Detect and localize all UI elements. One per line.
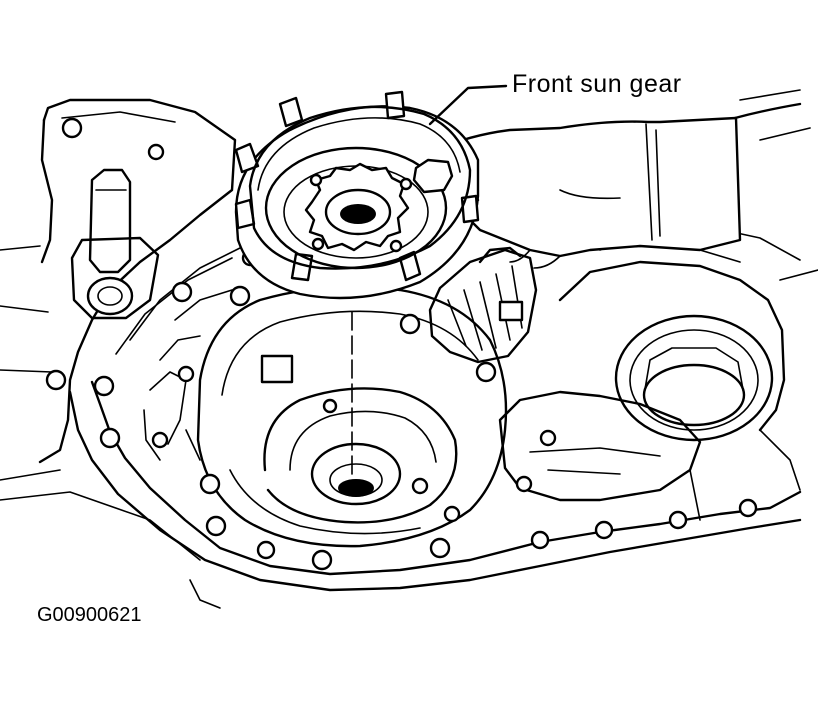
ring-tab: [460, 194, 480, 224]
hand-holding-gear: [412, 102, 802, 269]
ring-tab: [290, 252, 314, 282]
bolt-hole: [147, 143, 165, 161]
front-sun-gear: [234, 90, 480, 300]
transmission-case: [0, 89, 818, 609]
bolt-hole: [61, 117, 83, 139]
ring-tab: [278, 96, 304, 128]
helical-gear: [428, 246, 538, 364]
callout-leader-line: [428, 84, 508, 126]
ring-tab: [384, 90, 406, 120]
ring-tab: [234, 142, 260, 174]
front-sun-gear-label: Front sun gear: [512, 70, 682, 98]
figure-id: G00900621: [37, 604, 142, 626]
